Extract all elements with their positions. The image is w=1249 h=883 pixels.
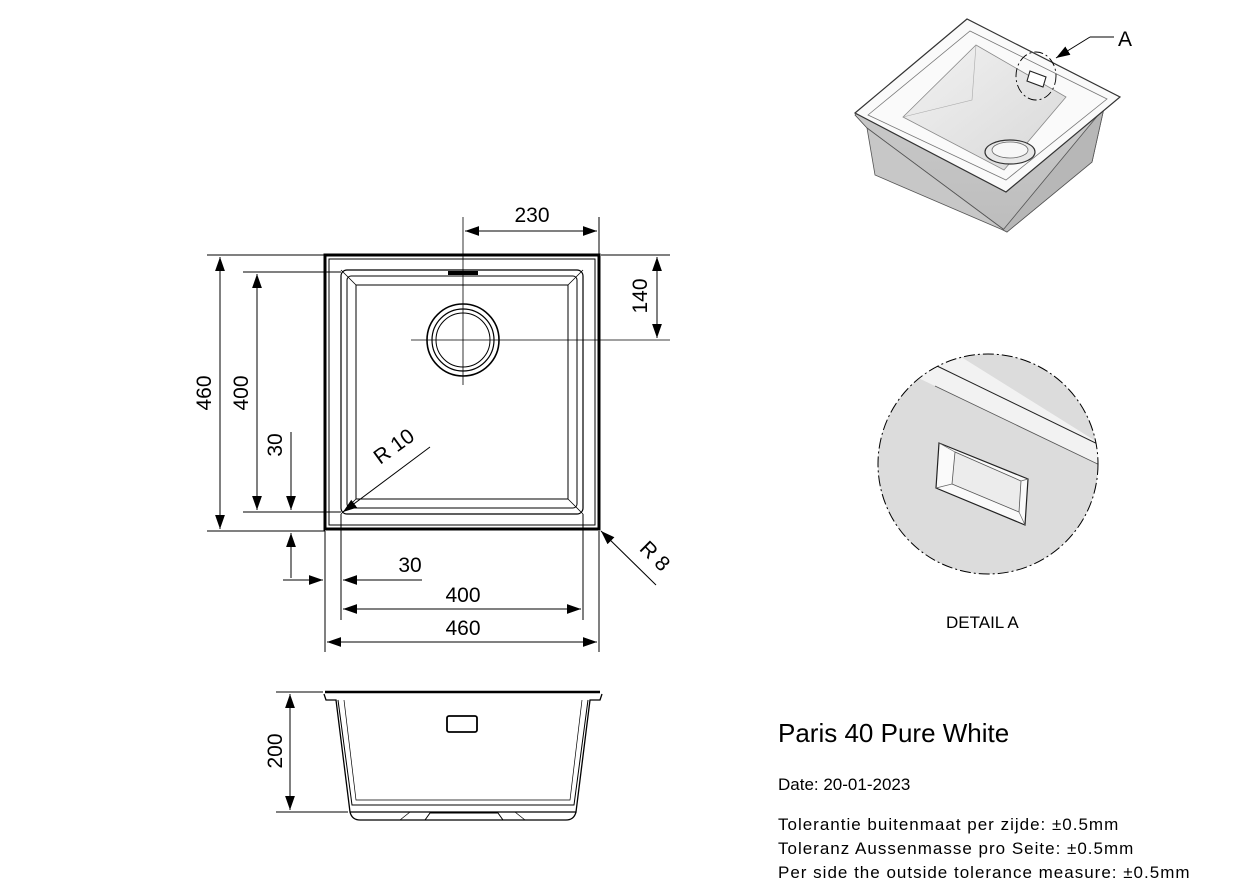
- dim-400-horizontal: 400: [445, 584, 480, 607]
- product-title: Paris 40 Pure White: [778, 718, 1010, 748]
- dim-230: 230: [514, 204, 549, 227]
- sink-side-view: [276, 690, 603, 821]
- drawing-date: Date: 20-01-2023: [778, 775, 911, 794]
- tolerance-line-nl: Tolerantie buitenmaat per zijde: ±0.5mm: [778, 815, 1120, 834]
- detail-a-view: DETAIL A: [877, 353, 1099, 632]
- dim-200: 200: [264, 733, 287, 768]
- tolerance-line-de: Toleranz Aussenmasse pro Seite: ±0.5mm: [778, 839, 1135, 858]
- tolerance-line-en: Per side the outside tolerance measure: …: [778, 863, 1191, 882]
- sink-3d-view: A: [853, 18, 1132, 233]
- dim-r10: R 10: [369, 424, 418, 469]
- dimension-lines: [207, 217, 670, 652]
- dim-30-vertical: 30: [264, 433, 287, 456]
- callout-a-label: A: [1118, 28, 1132, 51]
- dim-400-vertical: 400: [230, 375, 253, 410]
- dim-460-horizontal: 460: [445, 617, 480, 640]
- detail-a-caption: DETAIL A: [946, 613, 1019, 632]
- dim-460-vertical: 460: [193, 375, 216, 410]
- dim-30-horizontal: 30: [398, 554, 421, 577]
- dim-140: 140: [629, 278, 652, 313]
- sink-top-view: [323, 217, 670, 531]
- dimension-labels: 230 140 460 400 30 R 10 R 8 30 400 460 2…: [193, 204, 674, 769]
